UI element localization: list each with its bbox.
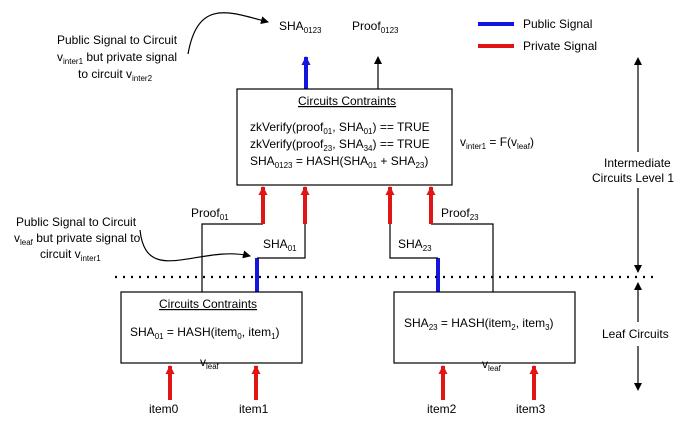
leaf-circuit-box-left (120, 291, 303, 364)
intermediate-circuit-box (236, 88, 453, 186)
annotation-mid-curved-arrow (139, 229, 251, 262)
item0-label: item0 (149, 402, 179, 416)
zkverify-line-1: zkVerify(proof01, SHA01) == TRUE (250, 120, 430, 136)
vleaf-left-label: vleaf (200, 355, 220, 371)
proof23-connector (431, 223, 494, 292)
annotation-mid-line3: circuit vinter1 (40, 247, 101, 263)
zkverify-line-2: zkVerify(proof23, SHA34) == TRUE (250, 137, 430, 153)
annotation-mid-line1: Public Signal to Circuit (16, 215, 137, 229)
intermediate-level-label-line1: Intermediate (604, 156, 671, 170)
annotation-mid-line2: vleaf but private signal to (14, 231, 141, 247)
intermediate-box-title: Circuits Contraints (298, 94, 396, 108)
leaf-circuit-box-right (393, 291, 576, 364)
annotation-top-line1: Public Signal to Circuit (57, 33, 178, 47)
legend-private-label: Private Signal (523, 39, 597, 53)
proof0123-output-label: Proof0123 (352, 19, 399, 35)
leaf-left-box-title: Circuits Contraints (159, 297, 257, 311)
sha23-label: SHA23 (398, 237, 432, 253)
proof23-label: Proof23 (441, 206, 479, 222)
sha01-hash-formula: SHA01 = HASH(item0, item1) (130, 325, 280, 341)
proof01-label: Proof01 (191, 206, 229, 222)
vinter1-function-label: vinter1 = F(vleaf) (460, 135, 534, 151)
annotation-top-line3: to circuit vinter2 (78, 67, 153, 83)
annotation-mid: Public Signal to Circuit vleaf but priva… (14, 215, 141, 263)
sha0123-output-label: SHA0123 (279, 19, 322, 35)
item3-label: item3 (516, 402, 546, 416)
sha01-label: SHA01 (263, 237, 297, 253)
legend-public-label: Public Signal (523, 17, 592, 31)
sha0123-hash-line: SHA0123 = HASH(SHA01 + SHA23) (250, 154, 428, 170)
item1-label: item1 (239, 402, 269, 416)
item2-label: item2 (427, 402, 457, 416)
sha01-connector (257, 224, 306, 259)
annotation-top-curved-arrow (187, 12, 269, 55)
annotation-top-line2: vinter1 but private signal (57, 50, 177, 66)
sha23-hash-formula: SHA23 = HASH(item2, item3) (404, 316, 554, 332)
sha23-connector (389, 224, 438, 259)
proof01-connector (201, 223, 263, 292)
legend: Public Signal Private Signal (478, 17, 597, 53)
intermediate-level-label-line2: Circuits Level 1 (592, 171, 674, 185)
annotation-top: Public Signal to Circuit vinter1 but pri… (57, 33, 178, 83)
leaf-level-label: Leaf Circuits (602, 327, 669, 341)
vleaf-right-label: vleaf (482, 357, 502, 373)
